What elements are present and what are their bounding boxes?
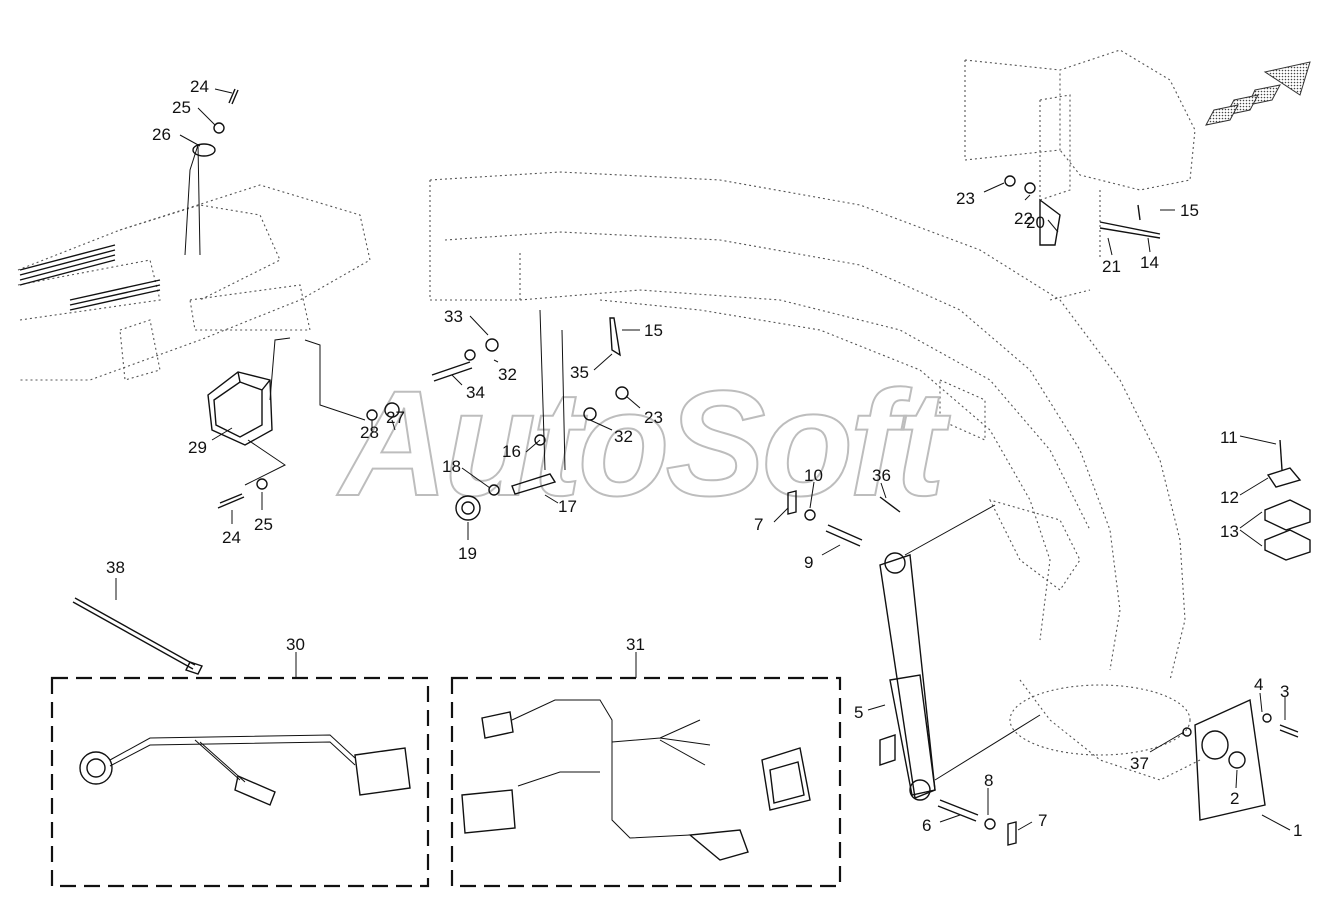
label-9: 9 [804, 553, 813, 572]
label-33: 33 [444, 307, 463, 326]
label-10: 10 [804, 466, 823, 485]
label-22: 22 [1014, 209, 1033, 228]
harness-kit-31 [461, 699, 811, 861]
label-12: 12 [1220, 488, 1239, 507]
label-29: 29 [188, 438, 207, 457]
label-16: 16 [502, 442, 521, 461]
clamp-assembly-11-13 [1264, 439, 1311, 561]
label-24: 24 [190, 77, 209, 96]
label-7: 7 [1038, 811, 1047, 830]
label-34: 34 [466, 383, 485, 402]
hinge-top-right [1004, 175, 1161, 246]
part-labels: 24 25 26 29 28 27 25 24 33 15 32 34 35 2… [106, 77, 1302, 840]
label-25: 25 [254, 515, 273, 534]
label-30: 30 [286, 635, 305, 654]
kit-31-frame [450, 676, 842, 888]
watermark: AutoSoft [336, 359, 951, 527]
label-2: 2 [1230, 789, 1239, 808]
label-1: 1 [1293, 821, 1302, 840]
label-23: 23 [956, 189, 975, 208]
label-17: 17 [558, 497, 577, 516]
label-26: 26 [152, 125, 171, 144]
left-frame-ghost [17, 184, 371, 381]
label-31: 31 [626, 635, 645, 654]
cylinder-5 [787, 490, 1041, 846]
label-14: 14 [1140, 253, 1159, 272]
label-20: 20 [1026, 213, 1045, 232]
lamp-29 [207, 371, 273, 446]
label-6: 6 [922, 816, 931, 835]
label-32: 32 [498, 365, 517, 384]
label-37: 37 [1130, 754, 1149, 773]
wiring-left [184, 88, 400, 509]
label-25: 25 [172, 98, 191, 117]
label-18: 18 [442, 457, 461, 476]
label-15: 15 [644, 321, 663, 340]
label-13: 13 [1220, 522, 1239, 541]
label-32: 32 [614, 427, 633, 446]
label-15: 15 [1180, 201, 1199, 220]
leader-lines [115, 88, 1291, 831]
label-36: 36 [872, 466, 891, 485]
chute-ghost-outline [429, 171, 1201, 781]
top-right-housing-ghost [964, 49, 1196, 301]
label-38: 38 [106, 558, 125, 577]
label-24: 24 [222, 528, 241, 547]
label-11: 11 [1220, 428, 1238, 447]
plate-assembly-1 [1182, 698, 1299, 821]
label-7: 7 [754, 515, 763, 534]
direction-arrow-icon [1205, 61, 1311, 126]
label-8: 8 [984, 771, 993, 790]
kit-30-frame [50, 676, 430, 888]
label-4: 4 [1254, 675, 1263, 694]
label-5: 5 [854, 703, 863, 722]
spring-lines [19, 244, 161, 311]
harness-kit-30 [79, 734, 411, 806]
label-23: 23 [644, 408, 663, 427]
label-27: 27 [386, 408, 405, 427]
label-21: 21 [1102, 257, 1121, 276]
label-28: 28 [360, 423, 379, 442]
label-19: 19 [458, 544, 477, 563]
label-3: 3 [1280, 682, 1289, 701]
label-35: 35 [570, 363, 589, 382]
cable-tie-38 [72, 597, 203, 675]
